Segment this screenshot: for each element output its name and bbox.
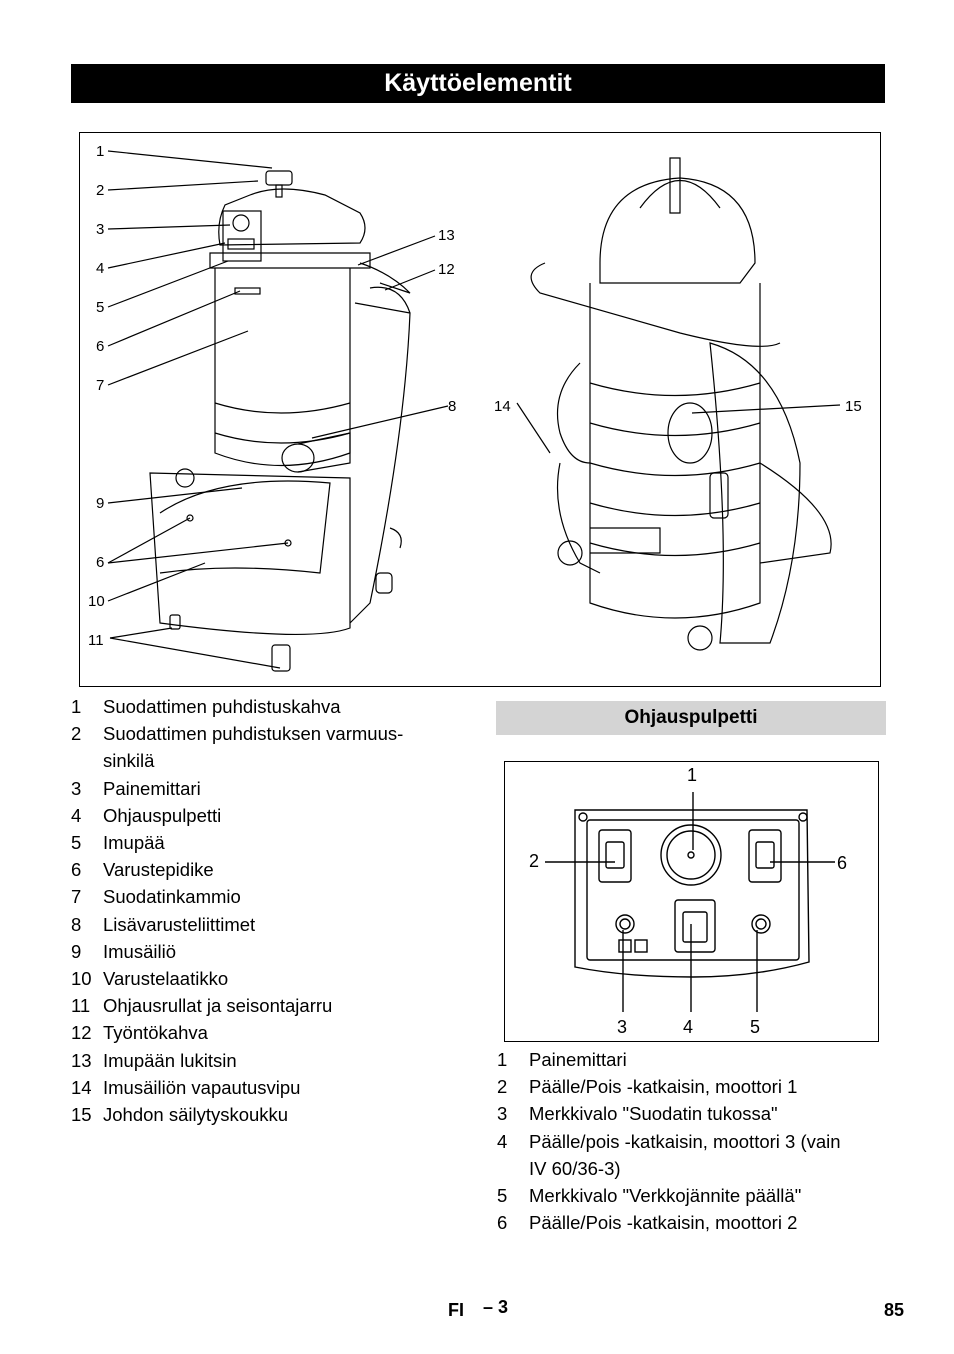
callout-4: 4 (96, 260, 105, 277)
callout-14: 14 (494, 398, 511, 415)
callout-15: 15 (845, 398, 862, 415)
footer-page-number: 85 (884, 1300, 905, 1320)
callout-6b: 6 (96, 554, 105, 571)
panel-callout-4: 4 (683, 1017, 694, 1037)
callout-7: 7 (96, 377, 105, 394)
callout-6: 6 (96, 338, 105, 355)
callout-9: 9 (96, 495, 105, 512)
callout-10: 10 (88, 593, 105, 610)
vacuum-cleaner-drawing (107, 150, 841, 672)
panel-callout-5: 5 (750, 1017, 761, 1037)
footer-language: FI (448, 1300, 464, 1320)
panel-callout-6: 6 (837, 853, 848, 873)
footer-section-page: – 3 (483, 1297, 509, 1317)
panel-callout-3: 3 (617, 1017, 628, 1037)
callout-5: 5 (96, 299, 105, 316)
section-heading: Ohjauspulpetti (496, 701, 886, 735)
panel-callout-2: 2 (529, 851, 540, 871)
callout-13: 13 (438, 227, 455, 244)
callout-8: 8 (448, 398, 457, 415)
callout-11: 11 (88, 632, 104, 649)
control-panel-illustration: 1 2 6 3 4 5 (504, 761, 879, 1042)
page-title: Käyttöelementit (71, 64, 885, 103)
callout-12: 12 (438, 261, 455, 278)
panel-callout-1: 1 (687, 765, 698, 785)
callout-2: 2 (96, 182, 105, 199)
callout-3: 3 (96, 221, 105, 238)
control-panel-drawing (545, 792, 835, 1012)
callout-1: 1 (96, 143, 105, 160)
machine-illustration: 1 2 3 4 5 6 7 6 9 10 11 13 12 8 14 15 (79, 132, 881, 687)
